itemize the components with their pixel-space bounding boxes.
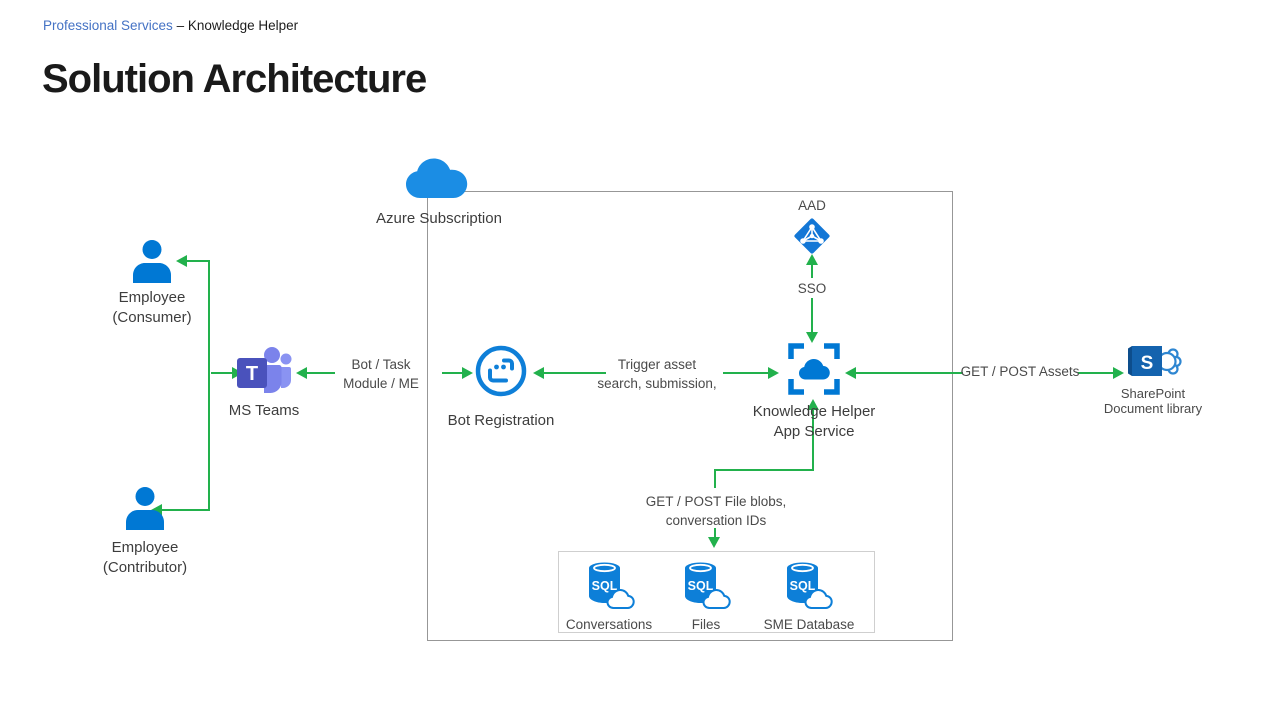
employee-contributor-label-line1: Employee (111, 539, 179, 556)
app-storage-vline-right (812, 410, 814, 469)
trigger-connector-label: Trigger asset search, submission, (577, 355, 737, 393)
breadcrumb: Professional Services – Knowledge Helper (43, 18, 298, 33)
consumer-connector-line (187, 260, 209, 262)
ms-teams-icon: T (237, 347, 292, 393)
blobs-connector-label: GET / POST File blobs, conversation IDs (616, 492, 816, 530)
arrow-to-appservice-icon (768, 367, 779, 379)
teams-bot-connector-label: Bot / Task Module / ME (331, 355, 431, 393)
employee-contributor-label: Employee (Contributor) (75, 538, 215, 578)
app-sharepoint-line-right (1078, 372, 1113, 374)
app-service-icon (788, 343, 840, 395)
sharepoint-label-line1: SharePoint (1120, 386, 1186, 401)
db-sme-label: SME Database (763, 617, 855, 632)
arrow-to-appservice-right-icon (845, 367, 856, 379)
breadcrumb-subtitle: – Knowledge Helper (176, 18, 299, 33)
storage-group-box (558, 551, 875, 633)
bot-registration-icon (475, 345, 527, 397)
ms-teams-label: MS Teams (228, 402, 300, 419)
teams-letter: T (246, 363, 258, 385)
bot-registration-label: Bot Registration (447, 412, 555, 429)
sharepoint-label-line2: Document library (1103, 401, 1203, 416)
teams-in-line (211, 372, 232, 374)
sharepoint-letter: S (1141, 353, 1154, 374)
db-conversations-label: Conversations (565, 617, 653, 632)
arrow-to-appservice-top-icon (806, 332, 818, 343)
sharepoint-label: SharePoint Document library (1078, 386, 1228, 416)
sharepoint-icon: S (1128, 346, 1182, 376)
employee-consumer-label-line2: (Consumer) (112, 309, 192, 326)
blobs-connector-label-line2: conversation IDs (665, 513, 767, 528)
arrow-to-appservice-bottom-icon (807, 399, 819, 410)
bot-app-line-right (723, 372, 768, 374)
sql-database-files-icon: SQL (685, 562, 731, 609)
app-service-label: Knowledge Helper App Service (724, 402, 904, 442)
app-sharepoint-line-left (856, 372, 963, 374)
app-storage-vline-upper (714, 471, 716, 488)
employee-consumer-label-line1: Employee (118, 289, 186, 306)
employee-contributor-icon (126, 487, 164, 530)
assets-connector-label: GET / POST Assets (960, 364, 1080, 379)
trigger-connector-label-line2: search, submission, (597, 376, 717, 391)
employee-consumer-label: Employee (Consumer) (82, 288, 222, 328)
sso-line-lower (811, 298, 813, 332)
employees-trunk-line (208, 260, 210, 511)
sql-database-conversations-icon: SQL (589, 562, 635, 609)
sql-database-sme-icon: SQL (787, 562, 833, 609)
app-service-label-line2: App Service (773, 423, 855, 440)
arrow-to-contributor-icon (151, 504, 162, 516)
azure-subscription-label: Azure Subscription (376, 210, 502, 227)
sql-badge: SQL (688, 579, 714, 593)
app-storage-hline (714, 469, 814, 471)
employee-contributor-label-line2: (Contributor) (102, 559, 188, 576)
arrow-to-sharepoint-icon (1113, 367, 1124, 379)
sso-line-upper (811, 265, 813, 278)
teams-bot-line-right (442, 372, 462, 374)
page-title: Solution Architecture (42, 57, 427, 101)
employee-consumer-icon (133, 240, 171, 283)
contributor-connector-line (162, 509, 209, 511)
teams-bot-line-left (307, 372, 335, 374)
azure-subscription-boundary-box (427, 191, 953, 641)
aad-label: AAD (798, 198, 826, 213)
bot-app-line-left (544, 372, 606, 374)
blobs-connector-label-line1: GET / POST File blobs, (645, 494, 787, 509)
arrow-to-consumer-icon (176, 255, 187, 267)
trigger-connector-label-line1: Trigger asset (617, 357, 697, 372)
breadcrumb-product: Professional Services (43, 18, 173, 33)
azure-cloud-icon (406, 158, 468, 198)
db-files-label: Files (691, 617, 721, 632)
arrow-to-storage-icon (708, 537, 720, 548)
teams-bot-connector-label-line1: Bot / Task (351, 357, 411, 372)
arrow-to-teams-left-icon (296, 367, 307, 379)
teams-bot-connector-label-line2: Module / ME (343, 376, 419, 391)
app-storage-vline-lower (714, 528, 716, 537)
arrow-to-botreg-icon (462, 367, 473, 379)
sso-label: SSO (797, 281, 827, 296)
aad-icon (794, 218, 830, 254)
arrow-to-botreg-left-icon (533, 367, 544, 379)
sql-badge: SQL (592, 579, 618, 593)
app-service-label-line1: Knowledge Helper (752, 403, 876, 420)
sql-badge: SQL (790, 579, 816, 593)
arrow-to-aad-icon (806, 254, 818, 265)
